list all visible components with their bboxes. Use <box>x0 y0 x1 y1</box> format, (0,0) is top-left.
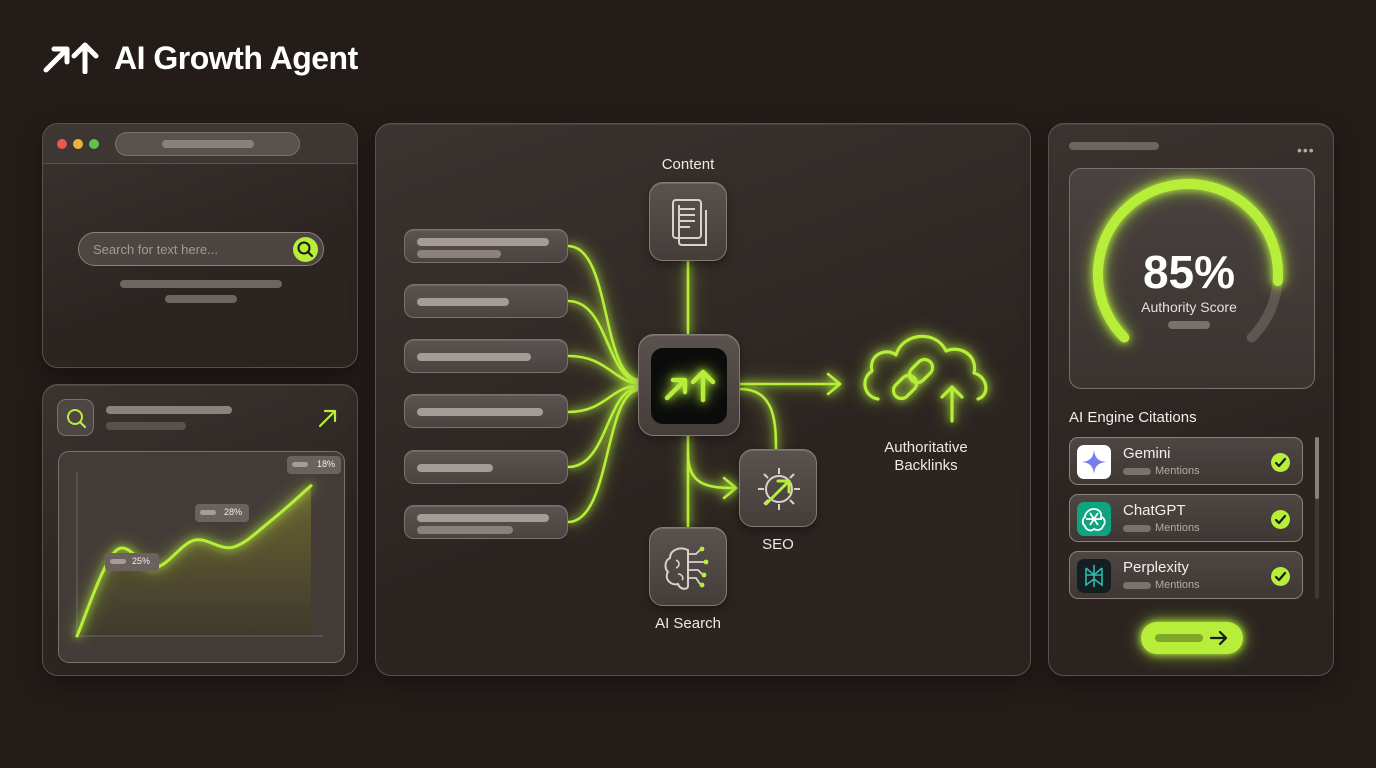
mentions-bar <box>1123 468 1151 475</box>
search-placeholder: Search for text here... <box>93 242 219 257</box>
citations-scrollbar[interactable] <box>1315 437 1319 599</box>
chatgpt-icon <box>1077 502 1111 536</box>
chart-area-fill <box>77 485 311 636</box>
continue-button[interactable] <box>1141 622 1243 654</box>
citation-item-gemini[interactable]: Gemini Mentions <box>1069 437 1303 485</box>
chart-subtitle-placeholder <box>106 422 186 430</box>
search-icon <box>297 241 314 258</box>
content-label: Content <box>661 156 715 173</box>
mentions-bar <box>1123 525 1151 532</box>
search-button[interactable] <box>293 237 318 262</box>
window-close-dot[interactable] <box>57 139 67 149</box>
citation-name: ChatGPT <box>1123 502 1186 519</box>
connector-lines <box>566 244 843 528</box>
source-item[interactable] <box>404 339 568 373</box>
authority-score-card: 85% Authority Score <box>1069 168 1315 389</box>
citation-mentions: Mentions <box>1155 579 1200 591</box>
cloud-link-icon <box>863 334 988 423</box>
brain-circuit-icon <box>664 546 709 590</box>
citation-mentions: Mentions <box>1155 522 1200 534</box>
seo-node[interactable] <box>739 449 817 527</box>
ai-search-label: AI Search <box>655 615 721 632</box>
more-options-icon[interactable]: ••• <box>1297 142 1315 158</box>
workflow-panel: Content AI Search <box>375 123 1031 676</box>
citation-name: Gemini <box>1123 445 1171 462</box>
backlinks-label-line1: Authoritative <box>884 439 968 456</box>
growth-arrows-icon <box>43 42 99 75</box>
chart-area: 25% 28% 18% <box>58 451 345 663</box>
source-item[interactable] <box>404 394 568 428</box>
content-node[interactable] <box>649 182 727 261</box>
search-input[interactable]: Search for text here... <box>78 232 324 266</box>
search-icon-button[interactable] <box>57 399 94 436</box>
check-icon <box>1271 453 1290 472</box>
source-item[interactable] <box>404 229 568 263</box>
gemini-icon <box>1077 445 1111 479</box>
gear-arrow-icon <box>758 468 800 510</box>
arrow-right-icon <box>1209 630 1228 646</box>
address-bar[interactable] <box>115 132 300 156</box>
growth-agent-hub[interactable] <box>638 334 740 436</box>
panel-title-placeholder <box>1069 142 1159 150</box>
source-item[interactable] <box>404 505 568 539</box>
source-item[interactable] <box>404 284 568 318</box>
data-label: 18% <box>287 456 341 474</box>
data-label: 28% <box>195 504 249 522</box>
search-icon <box>67 409 87 429</box>
data-label: 25% <box>105 553 159 571</box>
source-item[interactable] <box>404 450 568 484</box>
brand-logo <box>42 40 100 75</box>
backlinks-label-line2: Backlinks <box>894 457 958 474</box>
citation-name: Perplexity <box>1123 559 1189 576</box>
authority-panel: ••• 85% Authority Score AI Engine Citati… <box>1048 123 1334 676</box>
ai-search-node[interactable] <box>649 527 727 606</box>
seo-label: SEO <box>762 536 794 553</box>
authority-score-value: 85% <box>1142 246 1236 298</box>
backlinks-label: Authoritative Backlinks <box>856 439 996 475</box>
search-browser-panel: Search for text here... <box>42 123 358 368</box>
citation-item-chatgpt[interactable]: ChatGPT Mentions <box>1069 494 1303 542</box>
result-placeholder-line <box>165 295 237 303</box>
authority-score-label: Authority Score <box>1141 299 1237 315</box>
growth-chart-panel: 25% 28% 18% <box>42 384 358 676</box>
growth-arrows-icon <box>664 369 716 403</box>
citation-item-perplexity[interactable]: Perplexity Mentions <box>1069 551 1303 599</box>
mentions-bar <box>1123 582 1151 589</box>
area-chart <box>75 472 323 638</box>
button-label-placeholder <box>1155 634 1203 642</box>
chart-title-placeholder <box>106 406 232 414</box>
address-placeholder <box>162 140 254 148</box>
hub-logo <box>651 348 727 424</box>
perplexity-icon <box>1077 559 1111 593</box>
check-icon <box>1271 510 1290 529</box>
document-icon <box>672 199 707 246</box>
trend-up-icon[interactable] <box>317 407 339 429</box>
score-subtitle-placeholder <box>1168 321 1210 329</box>
window-maximize-dot[interactable] <box>89 139 99 149</box>
authority-gauge <box>1093 179 1283 343</box>
result-placeholder-line <box>120 280 282 288</box>
window-minimize-dot[interactable] <box>73 139 83 149</box>
app-title: AI Growth Agent <box>114 40 358 76</box>
citation-mentions: Mentions <box>1155 465 1200 477</box>
citations-heading: AI Engine Citations <box>1069 409 1197 426</box>
gauge-fill <box>1093 179 1283 343</box>
check-icon <box>1271 567 1290 586</box>
